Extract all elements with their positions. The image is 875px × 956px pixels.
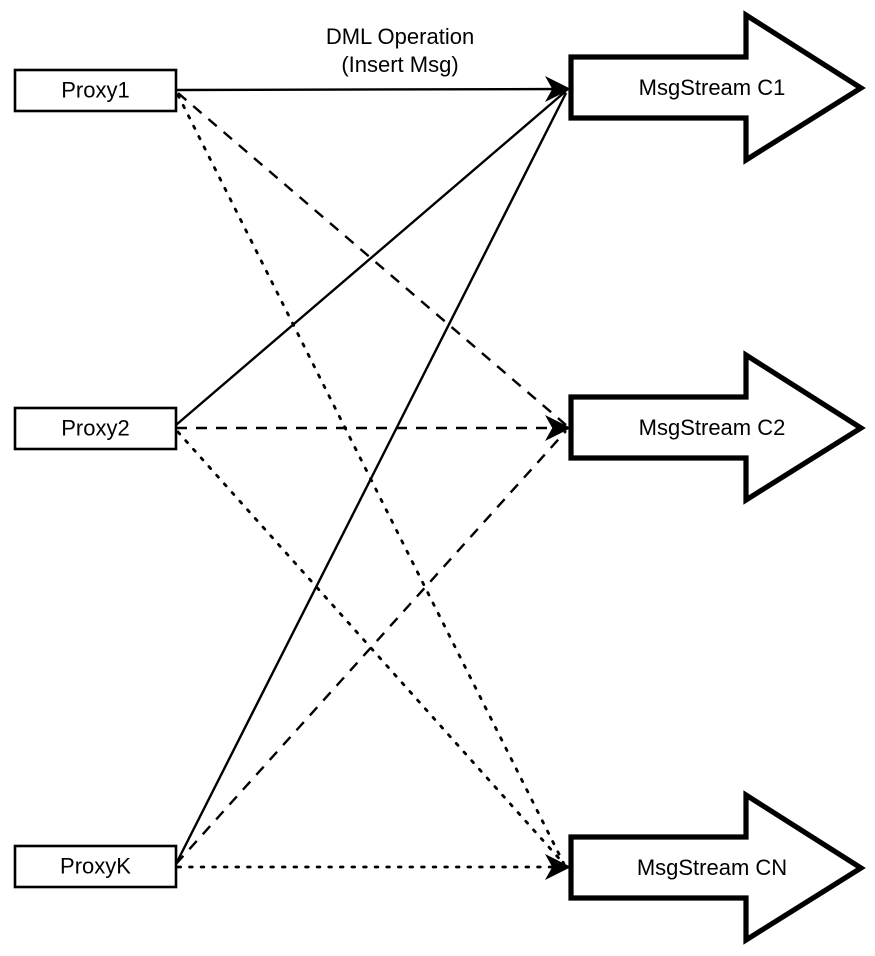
proxy-node-proxy1[interactable]: Proxy1	[13, 68, 178, 113]
dml-operation-annotation: DML Operation (Insert Msg)	[326, 24, 474, 77]
proxyk-box[interactable]	[13, 844, 178, 889]
proxy2-label: Proxy2	[61, 415, 129, 440]
dml-operation-line1: DML Operation	[326, 24, 474, 49]
proxy-node-proxy2[interactable]: Proxy2	[13, 406, 178, 451]
msgstream-c1-label: MsgStream C1	[639, 75, 786, 100]
arrowhead-group	[545, 76, 571, 880]
arrowhead-icon-msgstream-cn	[545, 854, 571, 880]
msgstream-c2-label: MsgStream C2	[639, 415, 786, 440]
edge-proxyk-to-msgstream-c2	[175, 430, 567, 865]
edge-proxy1-to-msgstream-c2	[177, 92, 567, 426]
stream-node-msgstream-cn[interactable]: MsgStream CN	[568, 790, 866, 945]
edge-proxyk-to-msgstream-c1	[174, 92, 568, 865]
dml-operation-line2: (Insert Msg)	[341, 52, 458, 77]
proxy-node-proxyk[interactable]: ProxyK	[13, 844, 178, 889]
arrowhead-icon-msgstream-c1	[545, 76, 571, 102]
msgstream-c1-arrow-shape[interactable]	[568, 10, 866, 165]
edge-group-proxyk	[174, 92, 568, 869]
edge-proxy1-to-msgstream-c1	[175, 87, 567, 92]
msgstream-cn-label: MsgStream CN	[637, 855, 787, 880]
edge-proxy2-to-msgstream-c1	[175, 90, 567, 426]
stream-node-msgstream-c2[interactable]: MsgStream C2	[568, 350, 866, 505]
proxy2-box[interactable]	[13, 406, 178, 451]
stream-node-msgstream-c1[interactable]: MsgStream C1	[568, 10, 866, 165]
arrowhead-icon-msgstream-c2	[545, 415, 571, 441]
proxy1-label: Proxy1	[61, 77, 129, 102]
msgstream-cn-arrow-shape[interactable]	[568, 790, 866, 945]
proxyk-label: ProxyK	[60, 853, 131, 878]
proxy1-box[interactable]	[13, 68, 178, 113]
msgstream-c2-arrow-shape[interactable]	[568, 350, 866, 505]
